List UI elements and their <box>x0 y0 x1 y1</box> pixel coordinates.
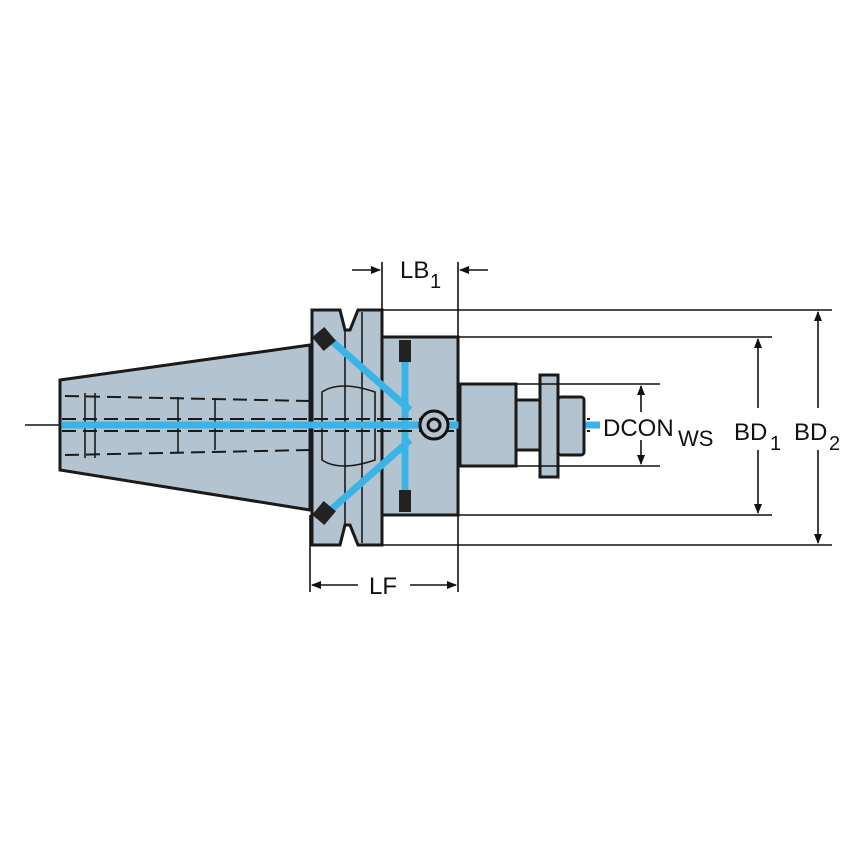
dcon-subscript: WS <box>678 426 713 451</box>
bd2-subscript: 2 <box>829 433 840 455</box>
center-screw <box>418 409 450 441</box>
dimension-dcon: DCON WS <box>603 385 713 465</box>
bd1-label: BD <box>734 419 767 446</box>
lf-label: LF <box>369 573 397 600</box>
extension-lines <box>309 262 832 592</box>
dimension-bd2: BD 2 <box>794 311 840 544</box>
lb-label: LB <box>400 257 429 284</box>
bd1-subscript: 1 <box>770 433 781 455</box>
lb-subscript: 1 <box>430 271 441 293</box>
dimension-lb1: LB 1 <box>352 257 488 293</box>
plug-screws <box>312 326 411 526</box>
coolant-channels <box>62 332 600 518</box>
dimension-bd1: BD 1 <box>734 338 781 514</box>
dimension-lf: LF <box>311 573 457 600</box>
dcon-label: DCON <box>603 415 674 442</box>
bd2-label: BD <box>794 419 827 446</box>
arbor <box>458 373 586 479</box>
